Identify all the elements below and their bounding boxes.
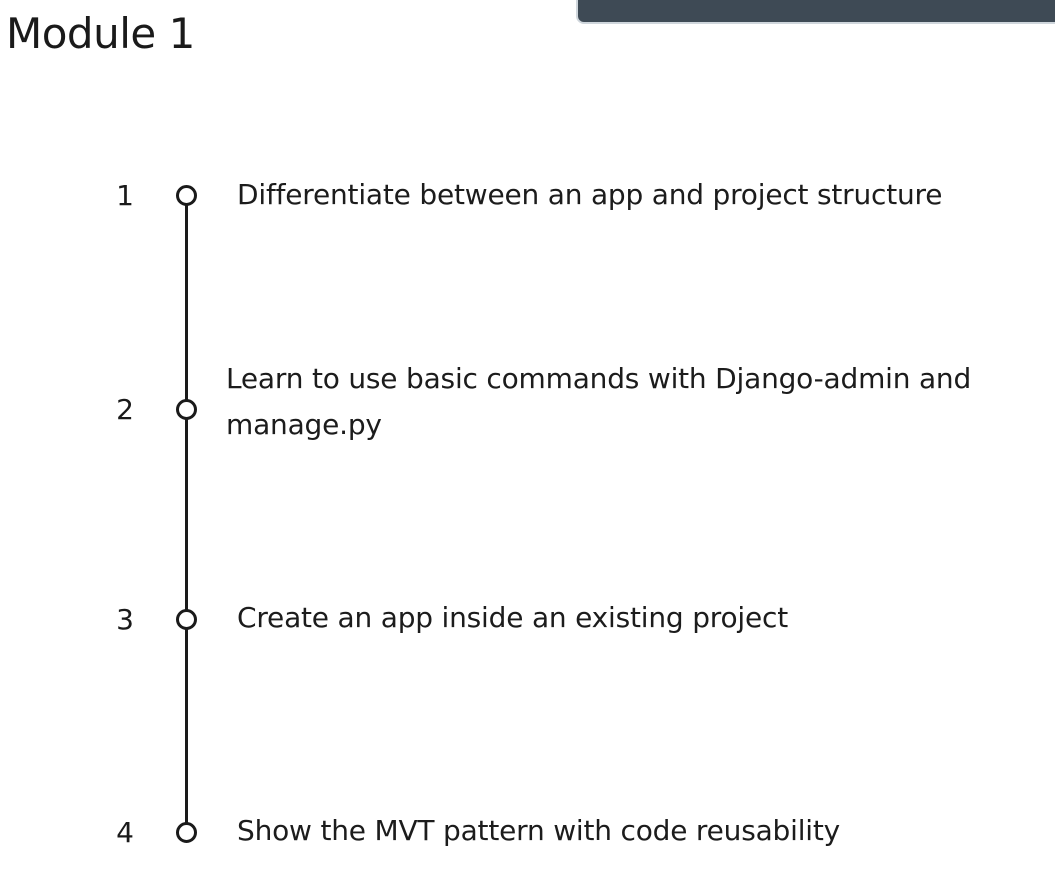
step-number: 2 [116,393,134,426]
step-text: Show the MVT pattern with code reusabili… [237,814,841,847]
hollow-circle-icon [176,185,197,206]
step-text-line-2: manage.py [226,408,382,441]
hollow-circle-icon [176,609,197,630]
hollow-circle-icon [176,399,197,420]
step-number: 3 [116,603,134,636]
step-text: Differentiate between an app and project… [237,178,943,211]
step-text-line-1: Learn to use basic commands with Django-… [226,362,972,395]
step-number: 1 [116,179,134,212]
timeline-line [185,196,188,832]
step-text: Create an app inside an existing project [237,601,788,634]
top-overlay-bar [576,0,1055,24]
hollow-circle-icon [176,822,197,843]
page-title: Module 1 [6,9,195,58]
step-number: 4 [116,816,134,849]
